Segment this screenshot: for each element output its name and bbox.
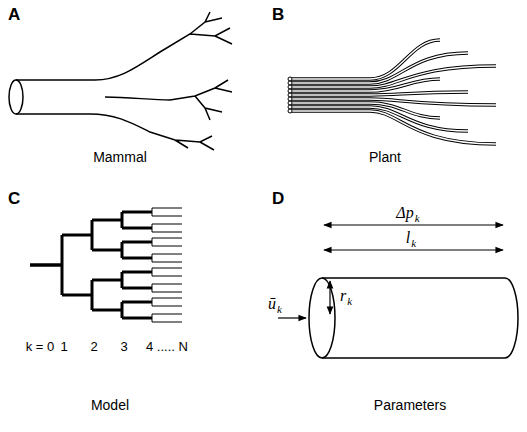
tree-branch bbox=[152, 254, 153, 262]
subscript: k bbox=[415, 213, 420, 224]
fibre-end bbox=[288, 109, 292, 113]
tree-branch bbox=[152, 216, 182, 217]
tree-root bbox=[30, 263, 62, 267]
tree-branch bbox=[91, 280, 94, 310]
tree-branch bbox=[152, 208, 153, 216]
tree-branch bbox=[152, 298, 182, 299]
fibre-outline bbox=[290, 79, 440, 91]
tree-branch bbox=[152, 254, 182, 255]
tree-branch bbox=[122, 287, 152, 290]
panel-caption: Parameters bbox=[374, 398, 446, 412]
tree-branch bbox=[152, 238, 182, 239]
tree-branch bbox=[122, 227, 152, 230]
tree-branch bbox=[91, 220, 94, 250]
fibre-core bbox=[290, 79, 440, 91]
tree-branch bbox=[121, 272, 124, 288]
subscript: k bbox=[277, 304, 282, 315]
panel-letter: C bbox=[8, 190, 20, 207]
tree-branch bbox=[152, 224, 182, 225]
tree-branch bbox=[121, 242, 124, 258]
mammal-vessel bbox=[9, 12, 232, 150]
panel-caption: Mammal bbox=[93, 150, 147, 164]
fibre-core bbox=[290, 111, 496, 144]
fibre-end bbox=[288, 85, 292, 89]
tree-branch bbox=[122, 257, 152, 260]
fibre-end bbox=[288, 77, 292, 81]
tree-branch bbox=[122, 241, 152, 244]
fibre-outline bbox=[290, 92, 468, 95]
fibre-outline bbox=[290, 53, 468, 83]
level-index: 4 ..... N bbox=[146, 340, 188, 353]
level-index: 2 bbox=[90, 340, 97, 353]
tree-branch bbox=[152, 276, 182, 277]
tree-branch bbox=[152, 314, 182, 315]
fibre-core bbox=[290, 66, 496, 87]
panel-caption: Model bbox=[91, 398, 129, 412]
level-index: k = 0 bbox=[26, 340, 55, 353]
tree-branch bbox=[62, 294, 92, 297]
tree-branch bbox=[122, 301, 152, 304]
tree-branch bbox=[152, 268, 153, 276]
fibre-end bbox=[288, 97, 292, 101]
tree-branch bbox=[152, 238, 153, 246]
fibre-core bbox=[290, 53, 468, 83]
subscript: k bbox=[347, 296, 352, 307]
tree-branch bbox=[152, 262, 182, 263]
tree-branch bbox=[152, 268, 182, 269]
fibre-end bbox=[288, 101, 292, 105]
tree-branch bbox=[61, 235, 64, 295]
tree-branch bbox=[152, 306, 182, 307]
tree-branch bbox=[152, 292, 182, 293]
tree-branch bbox=[152, 208, 182, 209]
level-index: 3 bbox=[120, 340, 127, 353]
tree-branch bbox=[122, 271, 152, 274]
fibre-core bbox=[290, 40, 440, 79]
subscript: k bbox=[411, 238, 416, 249]
fibre-outline bbox=[290, 66, 496, 87]
fibre-end bbox=[288, 105, 292, 109]
level-index: 1 bbox=[60, 340, 67, 353]
length-symbol: l bbox=[406, 230, 410, 246]
tree-branch bbox=[62, 234, 92, 237]
tree-branch bbox=[122, 317, 152, 320]
fibre-end bbox=[288, 89, 292, 93]
tree-branch bbox=[152, 284, 182, 285]
tree-branch bbox=[92, 309, 122, 312]
fibre-outline bbox=[290, 40, 440, 79]
tree-branch bbox=[121, 212, 124, 228]
tree-branch bbox=[152, 314, 153, 322]
tree-branch bbox=[152, 232, 182, 233]
panel-caption: Plant bbox=[369, 150, 401, 164]
fibre-outline bbox=[290, 111, 496, 144]
dimension-arrows bbox=[278, 225, 503, 318]
tree-branch bbox=[121, 302, 124, 318]
tree-branch bbox=[152, 284, 153, 292]
branching-tree bbox=[30, 208, 182, 322]
tree-branch bbox=[152, 224, 153, 232]
radius-symbol: r bbox=[340, 288, 346, 304]
tree-branch bbox=[122, 211, 152, 214]
panel-letter: A bbox=[8, 6, 20, 23]
panel-letter: B bbox=[272, 6, 284, 23]
tree-branch bbox=[92, 219, 122, 222]
fibre-core bbox=[290, 92, 468, 95]
panel-letter: D bbox=[272, 190, 284, 207]
tree-branch bbox=[92, 279, 122, 282]
fibre-end bbox=[288, 93, 292, 97]
plant-bundle bbox=[288, 40, 496, 144]
tree-branch bbox=[92, 249, 122, 252]
tree-branch bbox=[152, 246, 182, 247]
vessel-cylinder bbox=[309, 278, 518, 358]
pressure-symbol: Δp bbox=[396, 205, 413, 221]
velocity-symbol: ū bbox=[268, 296, 276, 312]
fibre-end bbox=[288, 81, 292, 85]
tree-branch bbox=[152, 298, 153, 306]
tree-branch bbox=[152, 322, 182, 323]
